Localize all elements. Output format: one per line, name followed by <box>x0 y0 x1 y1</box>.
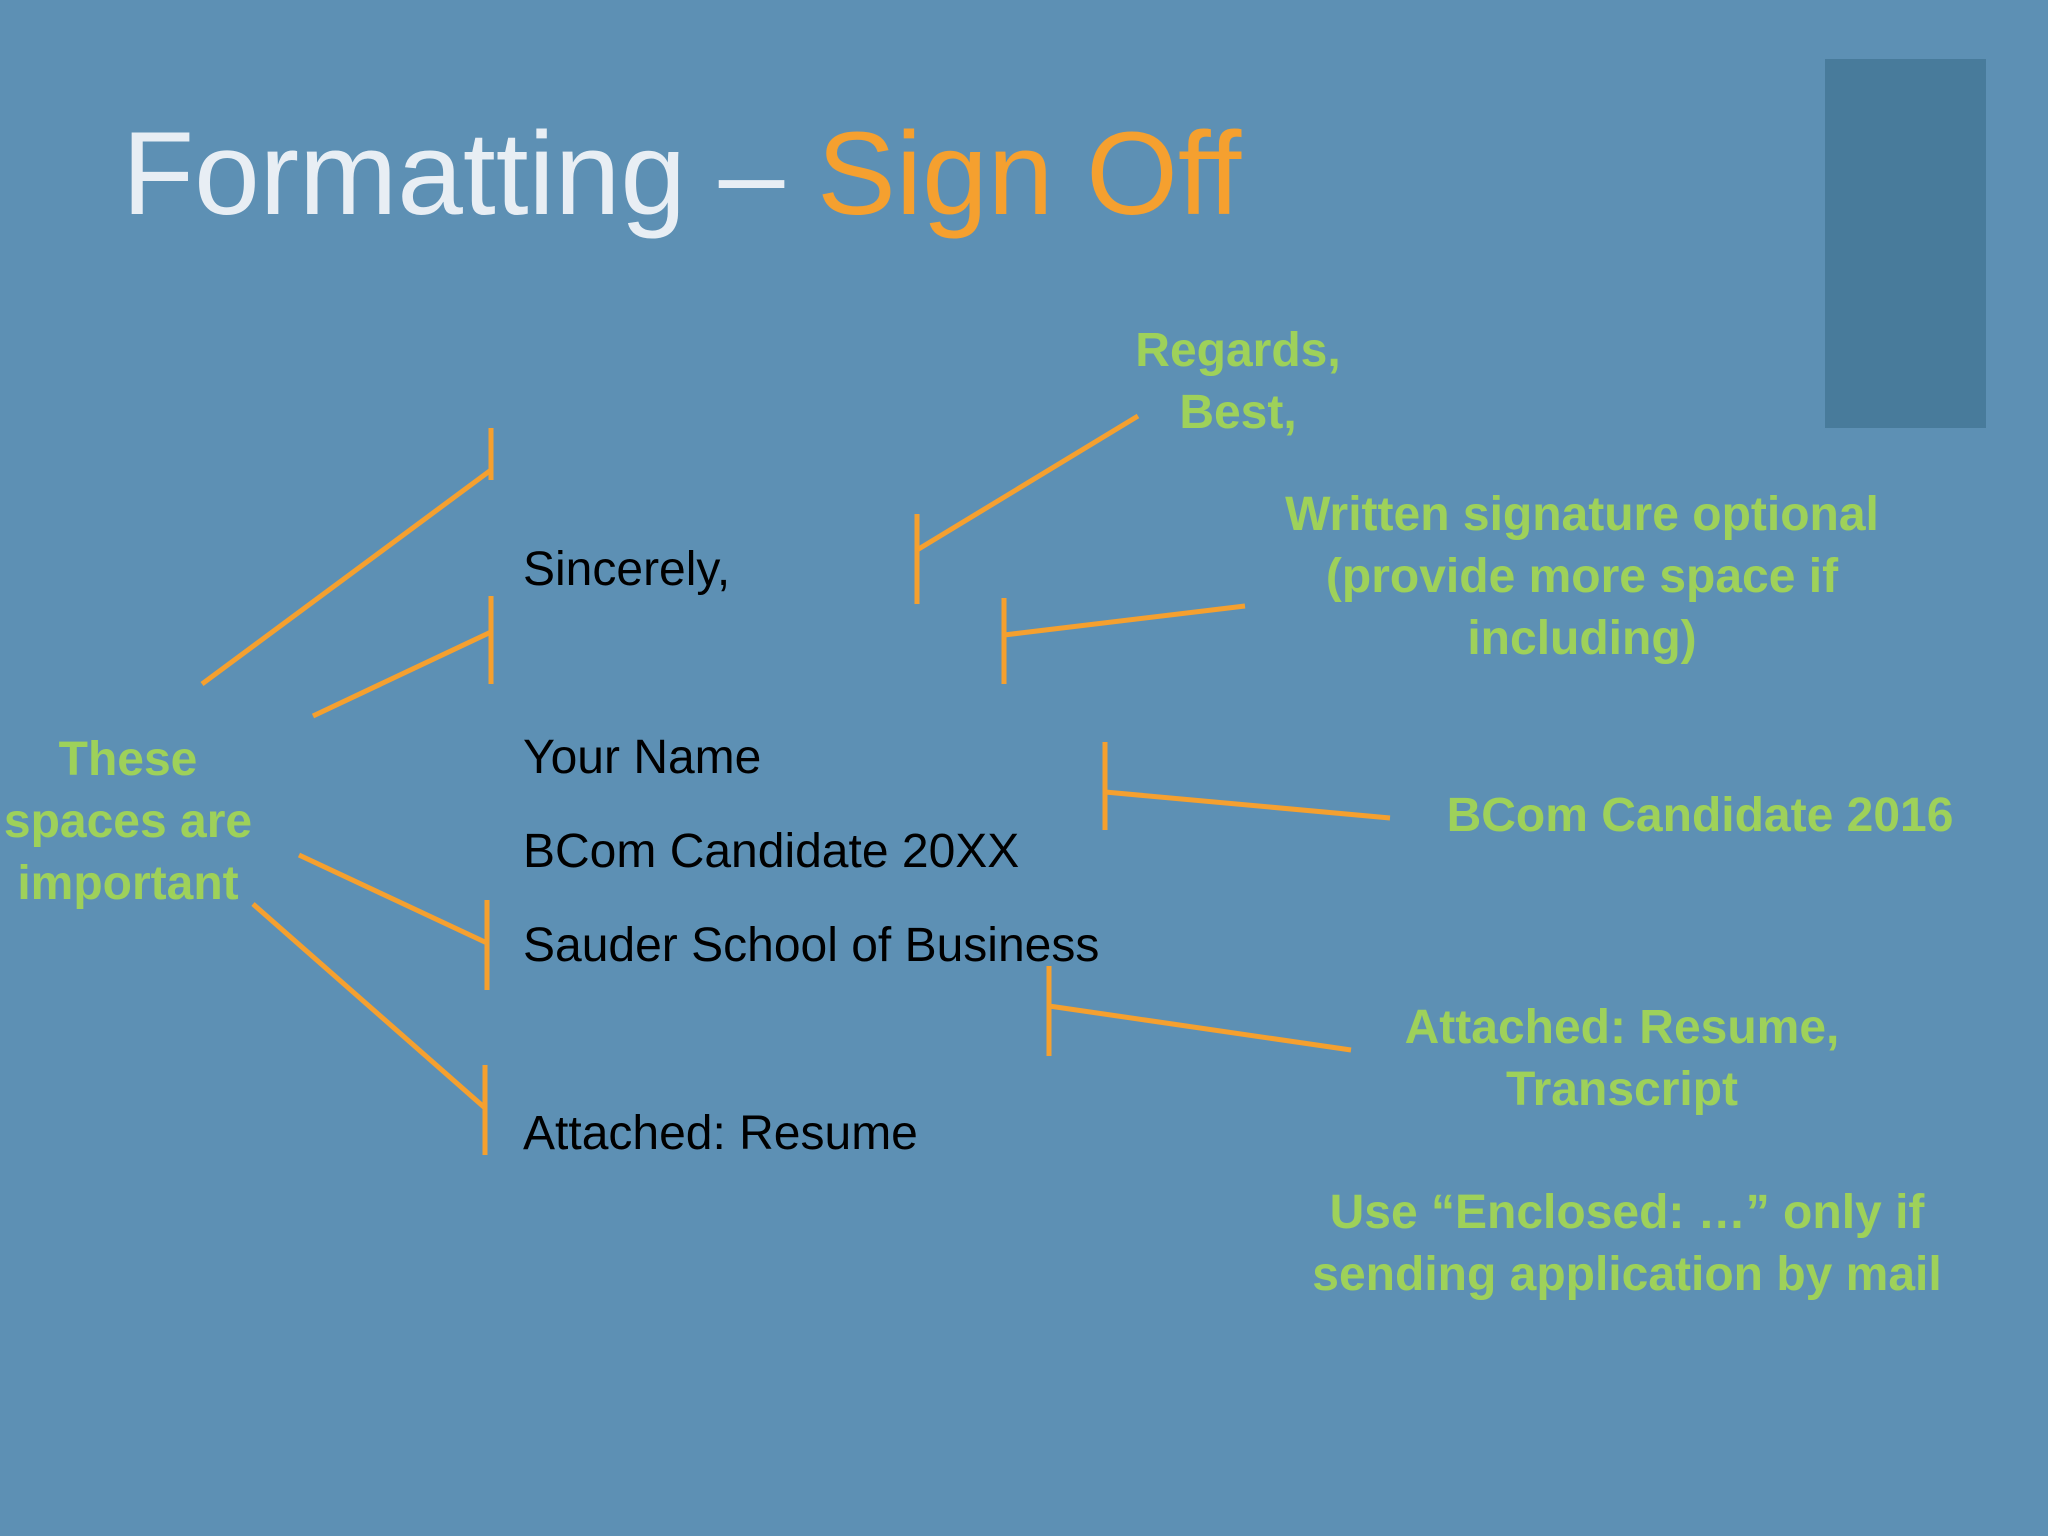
note-degree-example: BCom Candidate 2016 <box>1420 785 1980 847</box>
note-enclosed-line-2: sending application by mail <box>1312 1248 1942 1301</box>
note-attachments-line-2: Transcript <box>1505 1063 1739 1116</box>
note-attachments-line-1: Attached: Resume, <box>1404 1001 1840 1054</box>
note-signature-line-3: including) <box>1467 612 1697 665</box>
note-attachments-example: Attached: Resume, Transcript <box>1362 997 1882 1121</box>
note-signature-line-2: (provide more space if <box>1325 550 1839 603</box>
note-enclosed: Use “Enclosed: …” only if sending applic… <box>1272 1182 1982 1306</box>
letter-closing: Sincerely, <box>523 543 731 596</box>
note-spaces-line-3: important <box>17 857 239 910</box>
letter-attached: Attached: Resume <box>523 1107 918 1160</box>
title-accent: Sign Off <box>817 108 1242 240</box>
leader-attached-space <box>251 902 487 1110</box>
note-signature-line-1: Written signature optional <box>1285 488 1879 541</box>
note-closing-line-2: Best, <box>1179 386 1297 439</box>
leader-school-space <box>297 852 489 946</box>
note-spaces-important: These spaces are important <box>0 729 256 915</box>
note-closing-line-1: Regards, <box>1135 324 1341 377</box>
leader-degree <box>1104 789 1391 821</box>
title-main: Formatting – <box>122 108 818 240</box>
letter-name: Your Name <box>523 731 762 784</box>
note-spaces-line-1: These <box>58 733 198 786</box>
leader-top-space <box>200 467 493 687</box>
letter-school: Sauder School of Business <box>523 919 1100 972</box>
letter-degree: BCom Candidate 20XX <box>523 825 1020 878</box>
note-written-signature: Written signature optional (provide more… <box>1252 484 1912 670</box>
leader-signature-space <box>311 629 493 719</box>
leader-signature <box>1003 603 1246 638</box>
leader-attachments <box>1048 1003 1352 1053</box>
leader-closing <box>915 413 1140 553</box>
decorative-accent-block <box>1825 59 1986 428</box>
slide-title: Formatting – Sign Off <box>122 115 1241 233</box>
note-degree-line: BCom Candidate 2016 <box>1446 789 1954 842</box>
note-closing-alternatives: Regards, Best, <box>1088 320 1388 444</box>
note-enclosed-line-1: Use “Enclosed: …” only if <box>1329 1186 1925 1239</box>
note-spaces-line-2: spaces are <box>3 795 253 848</box>
